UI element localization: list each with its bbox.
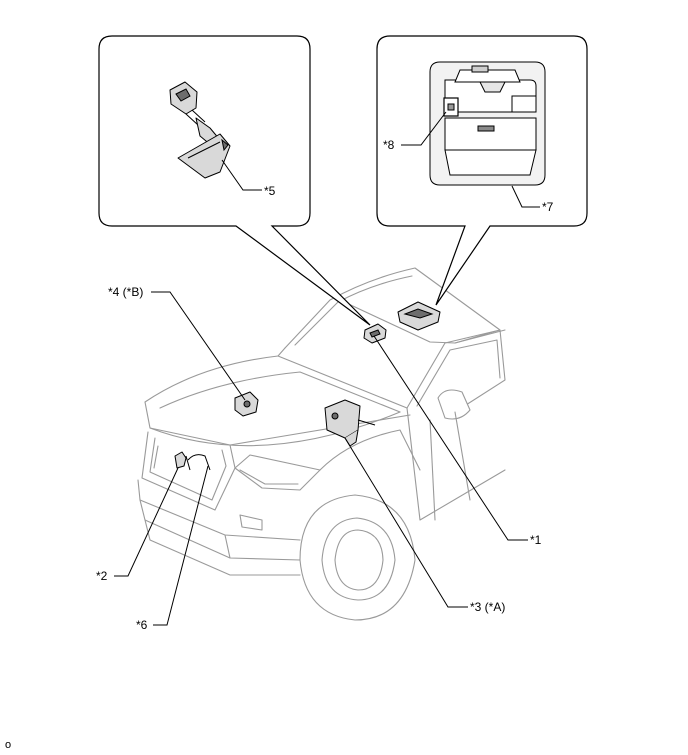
grille-component-part	[174, 451, 211, 471]
roof-console-part	[397, 301, 441, 331]
rain-sensor-part	[363, 323, 387, 344]
vehicle-outline	[137, 267, 506, 621]
label-3: *3 (*A)	[470, 600, 505, 614]
label-8: *8	[383, 138, 395, 152]
engine-bay-component-part	[324, 399, 376, 447]
callout-box-sensor	[98, 35, 371, 326]
label-4: *4 (*B)	[108, 285, 143, 299]
label-2: *2	[96, 569, 108, 583]
label-7: *7	[542, 200, 554, 214]
label-1: *1	[530, 533, 542, 547]
leader-lines	[114, 111, 540, 626]
label-5: *5	[264, 184, 276, 198]
console-detail	[429, 61, 546, 186]
label-6: *6	[136, 618, 148, 632]
sensor-detail	[169, 81, 231, 179]
hood-component-part	[234, 391, 259, 417]
figure-code: o	[5, 739, 11, 751]
